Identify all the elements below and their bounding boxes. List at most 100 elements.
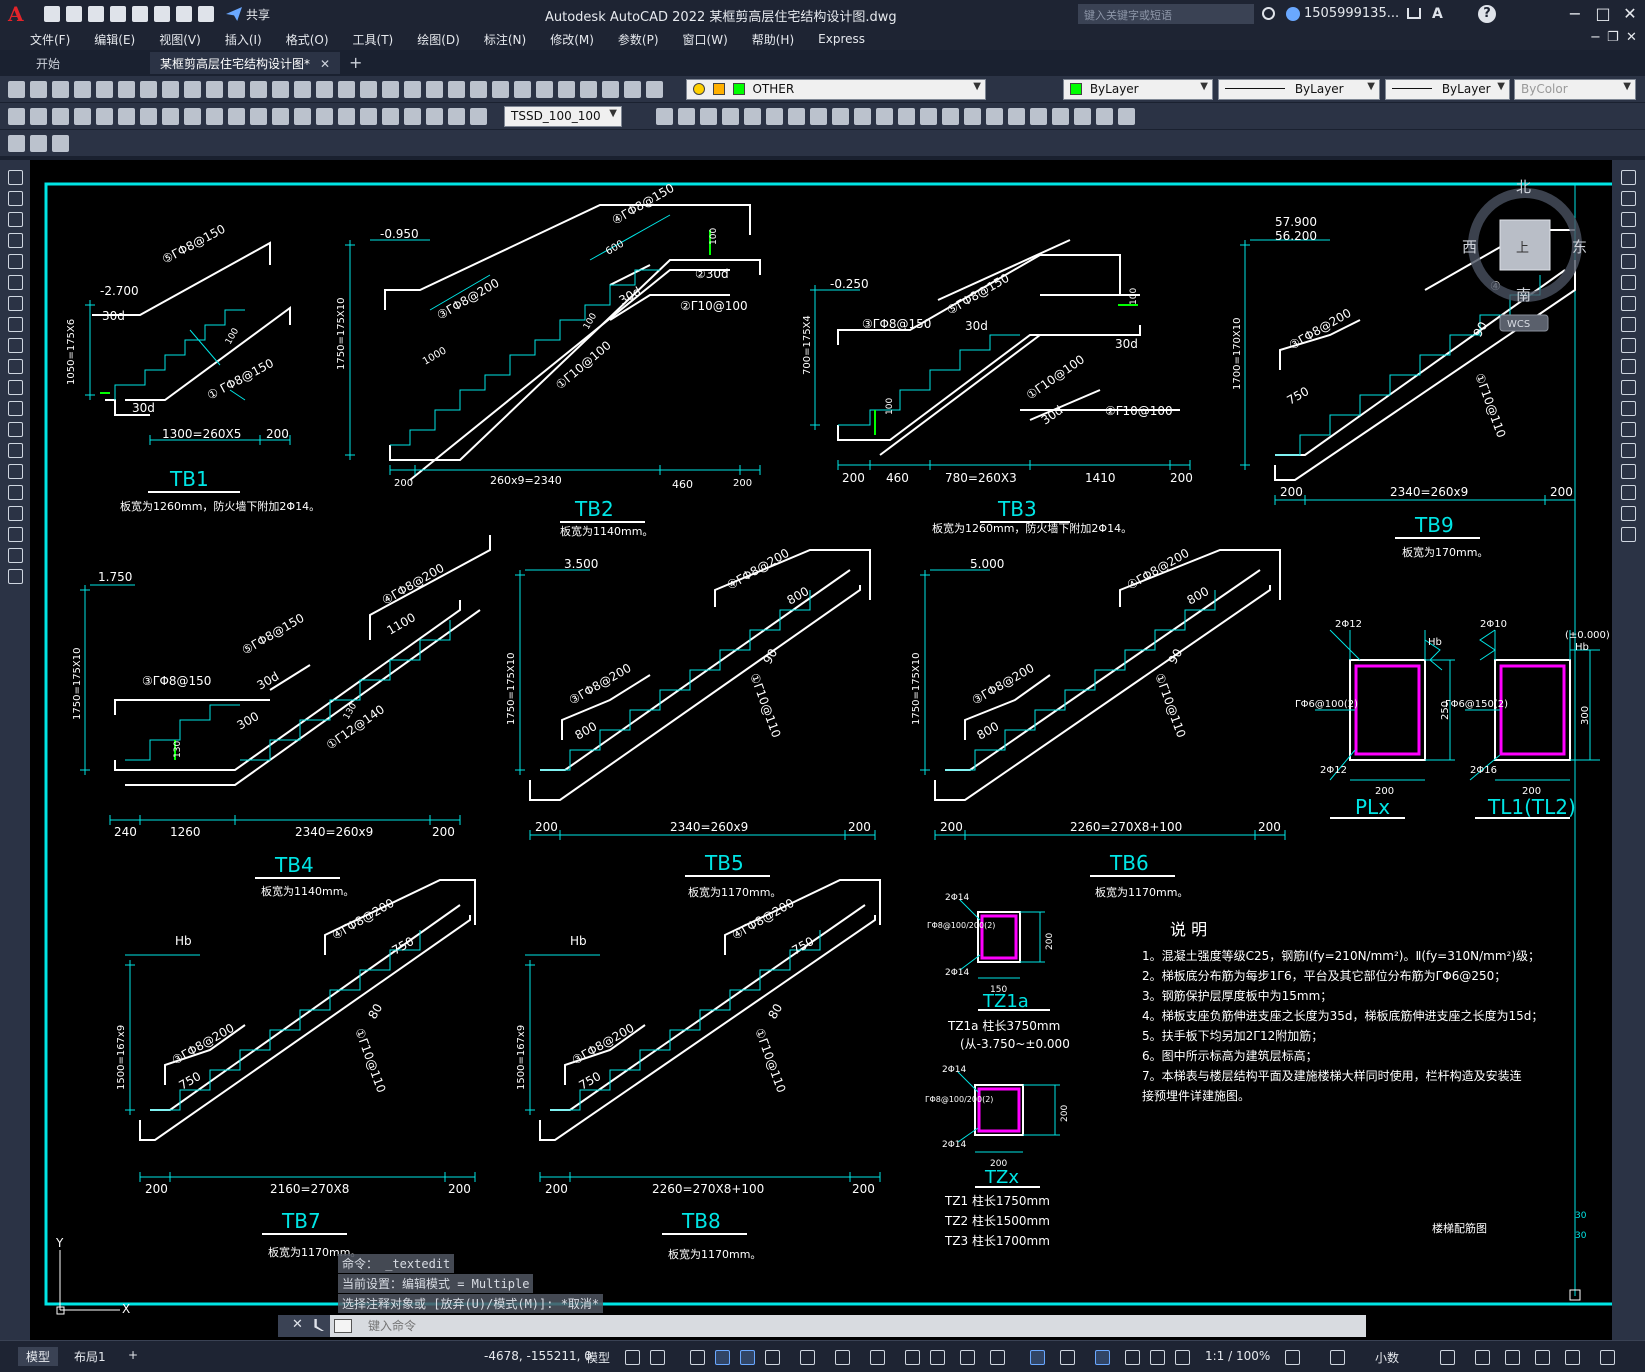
command-prompt-icon[interactable] bbox=[334, 1319, 352, 1333]
standard-tool-icon[interactable] bbox=[470, 81, 487, 98]
status-toggle-icon[interactable] bbox=[1535, 1350, 1550, 1365]
status-toggle-icon[interactable] bbox=[1125, 1350, 1140, 1365]
draw-tool-icon[interactable] bbox=[316, 108, 333, 125]
draw-tool-icon[interactable] bbox=[162, 108, 179, 125]
draw-tool-icon[interactable] bbox=[470, 108, 487, 125]
draw-tool-icon[interactable] bbox=[8, 548, 23, 563]
standard-tool-icon[interactable] bbox=[382, 81, 399, 98]
viewcube[interactable]: 上 北 南 西 东 WCS bbox=[1462, 178, 1587, 332]
draw-tool-icon[interactable] bbox=[272, 108, 289, 125]
modify-tool-icon[interactable] bbox=[1621, 485, 1636, 500]
save-icon[interactable] bbox=[88, 6, 104, 22]
standard-tool-icon[interactable] bbox=[338, 81, 355, 98]
cart-icon[interactable] bbox=[1407, 8, 1421, 19]
standard-tool-icon[interactable] bbox=[118, 81, 135, 98]
status-toggle-icon[interactable] bbox=[1565, 1350, 1580, 1365]
draw-tool-icon[interactable] bbox=[74, 108, 91, 125]
status-toggle-icon[interactable] bbox=[1095, 1350, 1110, 1365]
status-toggle-icon[interactable] bbox=[715, 1350, 730, 1365]
standard-tool-icon[interactable] bbox=[96, 81, 113, 98]
extra-tool-icon[interactable] bbox=[30, 135, 47, 152]
draw-tool-icon[interactable] bbox=[228, 108, 245, 125]
tab-drawing[interactable]: 某框剪高层住宅结构设计图*✕ bbox=[150, 52, 341, 74]
draw-tool-icon[interactable] bbox=[8, 527, 23, 542]
search-icon[interactable] bbox=[1262, 7, 1275, 20]
draw-tool-icon[interactable] bbox=[8, 422, 23, 437]
annotation-scale[interactable]: 1:1 / 100% bbox=[1205, 1349, 1271, 1363]
draw-tool-icon[interactable] bbox=[338, 108, 355, 125]
menu-item[interactable]: 参数(P) bbox=[617, 32, 659, 47]
standard-tool-icon[interactable] bbox=[492, 81, 509, 98]
modify-tool-icon[interactable] bbox=[766, 108, 783, 125]
dimstyle-dropdown[interactable]: TSSD_100_100 ▼ bbox=[504, 106, 622, 127]
draw-tool-icon[interactable] bbox=[8, 401, 23, 416]
draw-tool-icon[interactable] bbox=[8, 212, 23, 227]
command-input[interactable] bbox=[368, 1317, 1348, 1335]
modify-tool-icon[interactable] bbox=[964, 108, 981, 125]
draw-tool-icon[interactable] bbox=[8, 275, 23, 290]
menu-item[interactable]: 文件(F) bbox=[30, 32, 71, 47]
modify-tool-icon[interactable] bbox=[656, 108, 673, 125]
status-toggle-icon[interactable] bbox=[1175, 1350, 1190, 1365]
draw-tool-icon[interactable] bbox=[8, 317, 23, 332]
add-layout-button[interactable]: + bbox=[128, 1348, 139, 1362]
modify-tool-icon[interactable] bbox=[1621, 359, 1636, 374]
plotstyle-dropdown[interactable]: ByColor ▼ bbox=[1514, 79, 1636, 100]
standard-tool-icon[interactable] bbox=[52, 81, 69, 98]
viewcube-top[interactable]: 上 bbox=[1516, 241, 1529, 256]
standard-tool-icon[interactable] bbox=[272, 81, 289, 98]
modify-tool-icon[interactable] bbox=[1621, 506, 1636, 521]
autocad-logo-icon[interactable]: A bbox=[8, 2, 24, 26]
viewcube-west[interactable]: 西 bbox=[1462, 238, 1477, 256]
modify-tool-icon[interactable] bbox=[1621, 464, 1636, 479]
command-line-grip[interactable] bbox=[278, 1315, 330, 1337]
modify-tool-icon[interactable] bbox=[722, 108, 739, 125]
tab-model[interactable]: 模型 bbox=[18, 1347, 59, 1366]
modify-tool-icon[interactable] bbox=[810, 108, 827, 125]
status-toggle-icon[interactable] bbox=[990, 1350, 1005, 1365]
draw-tool-icon[interactable] bbox=[52, 108, 69, 125]
modify-tool-icon[interactable] bbox=[1621, 170, 1636, 185]
standard-tool-icon[interactable] bbox=[580, 81, 597, 98]
draw-tool-icon[interactable] bbox=[8, 170, 23, 185]
status-toggle-icon[interactable] bbox=[740, 1350, 755, 1365]
draw-tool-icon[interactable] bbox=[8, 464, 23, 479]
draw-tool-icon[interactable] bbox=[30, 108, 47, 125]
draw-tool-icon[interactable] bbox=[382, 108, 399, 125]
standard-tool-icon[interactable] bbox=[514, 81, 531, 98]
publish-icon[interactable] bbox=[132, 6, 148, 22]
draw-tool-icon[interactable] bbox=[360, 108, 377, 125]
menu-item[interactable]: 修改(M) bbox=[550, 32, 594, 47]
status-toggle-icon[interactable] bbox=[1150, 1350, 1165, 1365]
tab-layout1[interactable]: 布局1 bbox=[74, 1350, 106, 1364]
drawing-canvas[interactable]: -2.700 ⑤ΓΦ8@150 ① ΓΦ8@150 30d 30d 100 13… bbox=[30, 160, 1612, 1340]
viewcube-north[interactable]: 北 bbox=[1516, 178, 1531, 196]
redo-icon[interactable] bbox=[198, 6, 214, 22]
modify-tool-icon[interactable] bbox=[1030, 108, 1047, 125]
status-toggle-icon[interactable] bbox=[1030, 1350, 1045, 1365]
help-icon[interactable]: ? bbox=[1478, 5, 1496, 23]
standard-tool-icon[interactable] bbox=[294, 81, 311, 98]
search-input[interactable]: 键入关键字或短语 bbox=[1078, 4, 1254, 24]
status-toggle-icon[interactable] bbox=[1475, 1350, 1490, 1365]
draw-tool-icon[interactable] bbox=[8, 380, 23, 395]
menu-item[interactable]: Express bbox=[818, 32, 865, 46]
modify-tool-icon[interactable] bbox=[854, 108, 871, 125]
coordinate-readout[interactable]: -4678, -155211, 0 bbox=[484, 1349, 592, 1363]
mdi-restore-button[interactable]: ❐ bbox=[1607, 30, 1619, 45]
saveas-icon[interactable] bbox=[110, 6, 126, 22]
modify-tool-icon[interactable] bbox=[1621, 443, 1636, 458]
modify-tool-icon[interactable] bbox=[1052, 108, 1069, 125]
standard-tool-icon[interactable] bbox=[360, 81, 377, 98]
menu-item[interactable]: 格式(O) bbox=[285, 32, 329, 47]
standard-tool-icon[interactable] bbox=[140, 81, 157, 98]
standard-tool-icon[interactable] bbox=[184, 81, 201, 98]
menu-item[interactable]: 编辑(E) bbox=[94, 32, 136, 47]
menu-item[interactable]: 插入(I) bbox=[224, 32, 262, 47]
status-toggle-icon[interactable] bbox=[1440, 1350, 1455, 1365]
draw-tool-icon[interactable] bbox=[8, 443, 23, 458]
mdi-close-button[interactable]: ✕ bbox=[1626, 30, 1637, 45]
tab-start[interactable]: 开始 bbox=[26, 52, 70, 74]
model-space-toggle[interactable]: 模型 bbox=[586, 1351, 611, 1365]
modify-tool-icon[interactable] bbox=[1118, 108, 1135, 125]
